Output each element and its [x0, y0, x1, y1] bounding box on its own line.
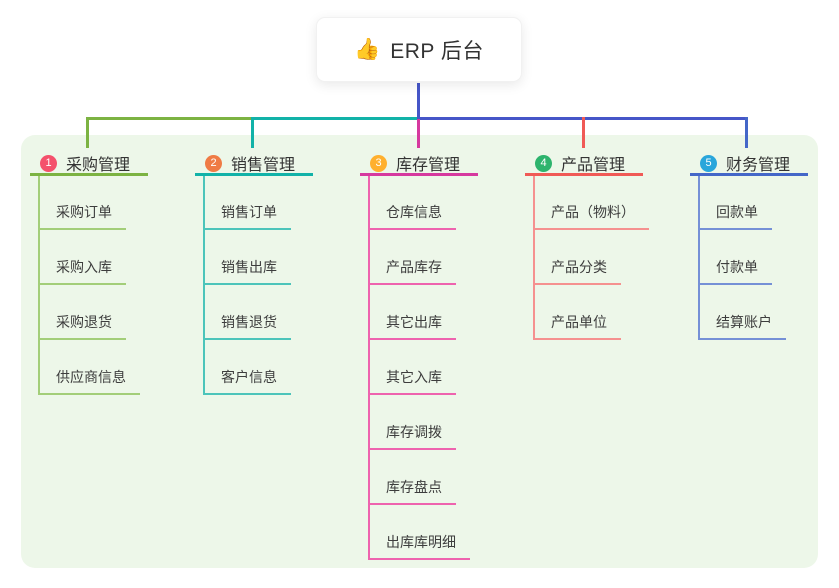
- branch-title-sales[interactable]: 2 销售管理: [205, 151, 295, 175]
- root-node[interactable]: 👍 ERP 后台: [316, 17, 522, 82]
- bus-segment-purchase: [86, 117, 252, 120]
- branch-title-label: 销售管理: [231, 157, 296, 174]
- branch-title-underline: [360, 173, 478, 176]
- branch-number-badge: 1: [40, 154, 57, 172]
- child-node[interactable]: 结算账户: [698, 313, 786, 340]
- branch-title-underline: [30, 173, 148, 176]
- branch-finance: 5 财务管理 回款单 付款单 结算账户: [690, 135, 839, 568]
- child-node[interactable]: 出库库明细: [368, 533, 470, 560]
- branch-title-label: 产品管理: [561, 157, 626, 174]
- child-node[interactable]: 销售出库: [203, 258, 291, 285]
- branch-purchase: 1 采购管理 采购订单 采购入库 采购退货 供应商信息: [30, 135, 195, 568]
- branch-sales: 2 销售管理 销售订单 销售出库 销售退货 客户信息: [195, 135, 360, 568]
- branch-title-underline: [690, 173, 808, 176]
- branch-number-badge: 2: [205, 154, 222, 172]
- elbow-product: [582, 117, 585, 148]
- child-node[interactable]: 产品（物料）: [533, 203, 649, 230]
- child-node[interactable]: 采购退货: [38, 313, 126, 340]
- child-node[interactable]: 客户信息: [203, 368, 291, 395]
- branch-title-label: 采购管理: [66, 157, 131, 174]
- child-node[interactable]: 付款单: [698, 258, 772, 285]
- child-node[interactable]: 销售订单: [203, 203, 291, 230]
- branch-children-connector: [533, 176, 535, 340]
- branch-inventory: 3 库存管理 仓库信息 产品库存 其它出库 其它入库 库存调拨 库存盘点 出库库…: [360, 135, 525, 568]
- branch-title-label: 财务管理: [726, 157, 791, 174]
- root-connector-line: [417, 83, 420, 117]
- child-node[interactable]: 库存盘点: [368, 478, 456, 505]
- child-node[interactable]: 供应商信息: [38, 368, 140, 395]
- child-node[interactable]: 产品分类: [533, 258, 621, 285]
- branch-title-underline: [525, 173, 643, 176]
- child-node[interactable]: 产品单位: [533, 313, 621, 340]
- branch-title-underline: [195, 173, 313, 176]
- child-node[interactable]: 库存调拨: [368, 423, 456, 450]
- elbow-inventory: [417, 119, 420, 148]
- branch-title-product[interactable]: 4 产品管理: [535, 151, 625, 175]
- branch-children-connector: [203, 176, 205, 395]
- branch-children-connector: [368, 176, 370, 560]
- child-node[interactable]: 产品库存: [368, 258, 456, 285]
- root-title: ERP 后台: [390, 39, 484, 63]
- branch-number-badge: 4: [535, 154, 552, 172]
- branch-number-badge: 5: [700, 154, 717, 172]
- branch-title-purchase[interactable]: 1 采购管理: [40, 151, 130, 175]
- child-node[interactable]: 其它入库: [368, 368, 456, 395]
- child-node[interactable]: 采购订单: [38, 203, 126, 230]
- child-node[interactable]: 其它出库: [368, 313, 456, 340]
- branch-number-badge: 3: [370, 154, 387, 172]
- branch-children-connector: [698, 176, 700, 340]
- branch-title-finance[interactable]: 5 财务管理: [700, 151, 790, 175]
- bus-segment-sales: [252, 117, 417, 120]
- branch-title-inventory[interactable]: 3 库存管理: [370, 151, 460, 175]
- child-node[interactable]: 采购入库: [38, 258, 126, 285]
- branch-children-connector: [38, 176, 40, 395]
- child-node[interactable]: 回款单: [698, 203, 772, 230]
- elbow-purchase: [86, 117, 89, 148]
- elbow-sales: [251, 117, 254, 148]
- thumbs-up-icon: 👍: [354, 38, 381, 61]
- child-node[interactable]: 销售退货: [203, 313, 291, 340]
- elbow-finance: [745, 117, 748, 148]
- branch-product: 4 产品管理 产品（物料） 产品分类 产品单位: [525, 135, 690, 568]
- branches-panel: [21, 135, 818, 568]
- child-node[interactable]: 仓库信息: [368, 203, 456, 230]
- branch-title-label: 库存管理: [396, 157, 461, 174]
